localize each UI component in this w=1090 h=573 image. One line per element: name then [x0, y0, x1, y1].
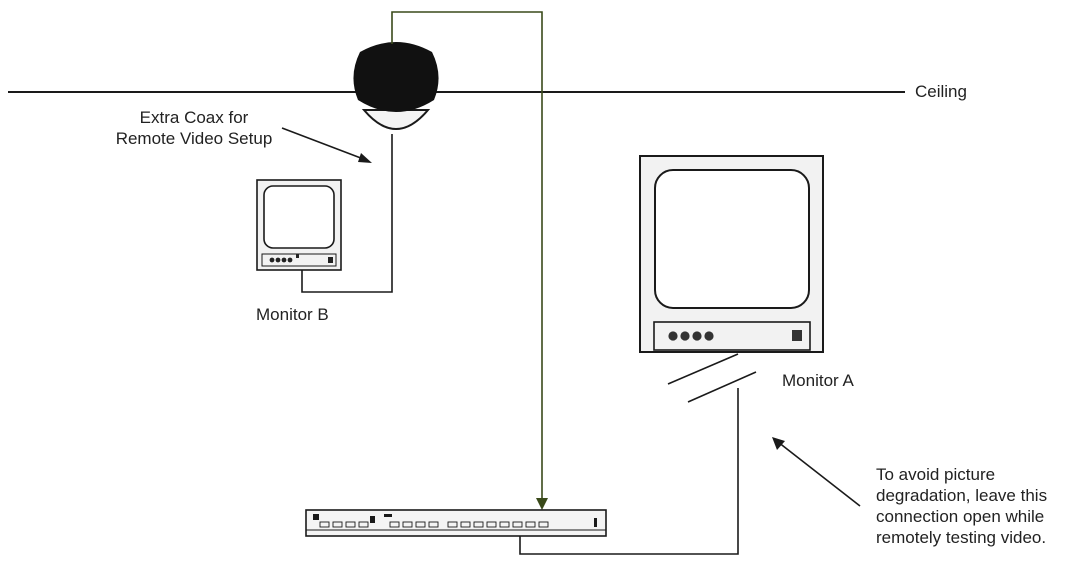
dvr-port [402, 521, 413, 528]
monitor-a-screen [654, 169, 810, 309]
monitor-a-knob [668, 331, 678, 341]
dvr-port [499, 521, 510, 528]
monitor-b-power-button [328, 257, 333, 263]
note-label: To avoid picture degradation, leave this… [876, 464, 1047, 548]
dvr-port [319, 521, 330, 528]
extra-coax-label-line2: Remote Video Setup [115, 129, 273, 148]
dvr-port [460, 521, 471, 528]
coax-camera-to-dvr [391, 11, 543, 498]
monitor-a-knob [692, 331, 702, 341]
note-label-line2: degradation, leave this [876, 486, 1048, 505]
monitor-a-power-button [792, 330, 802, 341]
coax-dvr-to-monitor-a [519, 388, 739, 555]
dvr-port [512, 521, 523, 528]
monitor-b-screen [263, 185, 335, 249]
dvr-port [415, 521, 426, 528]
dvr-port [428, 521, 439, 528]
monitor-a-knob [704, 331, 714, 341]
monitor-a-control-panel [653, 321, 811, 351]
ceiling-label: Ceiling [915, 82, 967, 101]
note-label-line1: To avoid picture [876, 465, 996, 484]
dvr-port [525, 521, 536, 528]
dvr-logo-block [313, 514, 319, 520]
monitor-a-knob [680, 331, 690, 341]
monitor-b-knob [269, 257, 275, 263]
dvr-display [384, 514, 392, 517]
cable-break-lower [687, 371, 757, 403]
monitor-b-knob [281, 257, 287, 263]
cable-break-upper [667, 353, 739, 385]
dome-camera [353, 42, 439, 130]
note-label-line3: connection open while [876, 507, 1045, 526]
dvr-port [473, 521, 484, 528]
extra-coax-label: Extra Coax for Remote Video Setup [100, 107, 288, 149]
dvr-port [358, 521, 369, 528]
dvr-power-switch [594, 518, 597, 527]
dvr-port [345, 521, 356, 528]
note-label-line4: remotely testing video. [876, 528, 1047, 547]
note-pointer [777, 441, 861, 507]
extra-coax-pointer-head [358, 153, 372, 163]
monitor-b-label: Monitor B [256, 305, 329, 324]
note-pointer-head [772, 437, 785, 450]
monitor-b-switch [296, 254, 299, 258]
dvr-chassis [305, 509, 607, 537]
extra-coax-cable [301, 134, 393, 293]
monitor-b-knob [287, 257, 293, 263]
dvr-port [486, 521, 497, 528]
coax-arrowhead [536, 498, 548, 510]
dvr-port [447, 521, 458, 528]
monitor-b [256, 179, 342, 271]
monitor-a-label: Monitor A [782, 371, 854, 390]
dvr-port [332, 521, 343, 528]
extra-coax-pointer [281, 127, 367, 161]
extra-coax-label-line1: Extra Coax for [139, 108, 249, 127]
dome-camera-housing [353, 42, 439, 112]
dvr-indicator [370, 516, 375, 523]
dome-camera-lower-shell [361, 109, 431, 130]
dvr-port [538, 521, 549, 528]
dvr-port [389, 521, 400, 528]
monitor-a [639, 155, 824, 353]
monitor-b-knob [275, 257, 281, 263]
dvr-unit [305, 509, 607, 537]
